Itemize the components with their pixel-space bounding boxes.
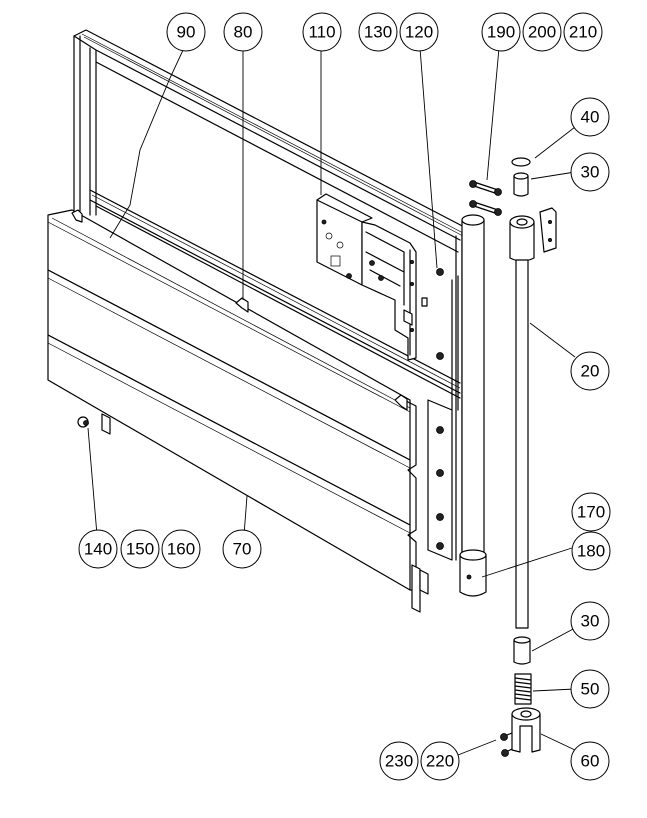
balloon-label: 70 <box>233 540 252 559</box>
balloon-label: 20 <box>581 362 600 381</box>
balloon-200: 200 <box>522 12 562 52</box>
balloon-130: 130 <box>358 12 398 52</box>
balloon-210: 210 <box>563 12 603 52</box>
balloon-80: 80 <box>223 12 263 52</box>
balloon-110: 110 <box>302 12 342 52</box>
balloon-160: 160 <box>161 529 201 569</box>
hinge-pin-parts <box>500 157 557 757</box>
latch-assembly <box>316 193 444 361</box>
balloon-label: 200 <box>528 23 556 42</box>
balloon-label: 180 <box>577 542 605 561</box>
frame <box>73 29 471 561</box>
balloon-label: 80 <box>234 23 253 42</box>
infill-panels <box>47 209 429 613</box>
spring <box>514 673 532 705</box>
balloon-label: 190 <box>487 23 515 42</box>
balloon-60: 60 <box>570 741 610 781</box>
balloon-label: 60 <box>581 752 600 771</box>
balloon-label: 140 <box>84 540 112 559</box>
balloon-120: 120 <box>399 12 439 52</box>
balloon-label: 220 <box>426 752 454 771</box>
balloon-label: 110 <box>308 23 335 42</box>
balloon-label: 30 <box>581 612 600 631</box>
hinge-side-plate <box>427 399 453 561</box>
balloon-190: 190 <box>481 12 521 52</box>
balloon-label: 230 <box>385 752 413 771</box>
balloon-label: 150 <box>126 540 154 559</box>
balloon-230: 230 <box>379 741 419 781</box>
balloon-30-lower: 30 <box>570 601 610 641</box>
balloon-label: 50 <box>581 680 600 699</box>
balloon-label: 90 <box>177 23 196 42</box>
balloon-label: 130 <box>364 23 392 42</box>
balloon-label: 30 <box>581 163 600 182</box>
balloon-140: 140 <box>78 529 118 569</box>
bolts-190 <box>469 180 502 216</box>
balloon-70: 70 <box>222 529 262 569</box>
balloon-label: 120 <box>405 23 433 42</box>
balloon-label: 40 <box>581 108 600 127</box>
balloon-40: 40 <box>570 97 610 137</box>
balloon-150: 150 <box>120 529 160 569</box>
balloon-220: 220 <box>420 741 460 781</box>
balloon-20: 20 <box>570 351 610 391</box>
balloon-170: 170 <box>571 492 611 532</box>
balloon-label: 170 <box>577 503 605 522</box>
gate-post-tube <box>459 214 487 597</box>
bumper-140 <box>77 416 89 428</box>
balloon-180: 180 <box>571 531 611 571</box>
balloon-50: 50 <box>570 669 610 709</box>
balloon-90: 90 <box>166 12 206 52</box>
balloon-label: 210 <box>569 23 597 42</box>
balloon-30-upper: 30 <box>570 152 610 192</box>
balloon-label: 160 <box>167 540 195 559</box>
leader-lines <box>87 47 576 756</box>
